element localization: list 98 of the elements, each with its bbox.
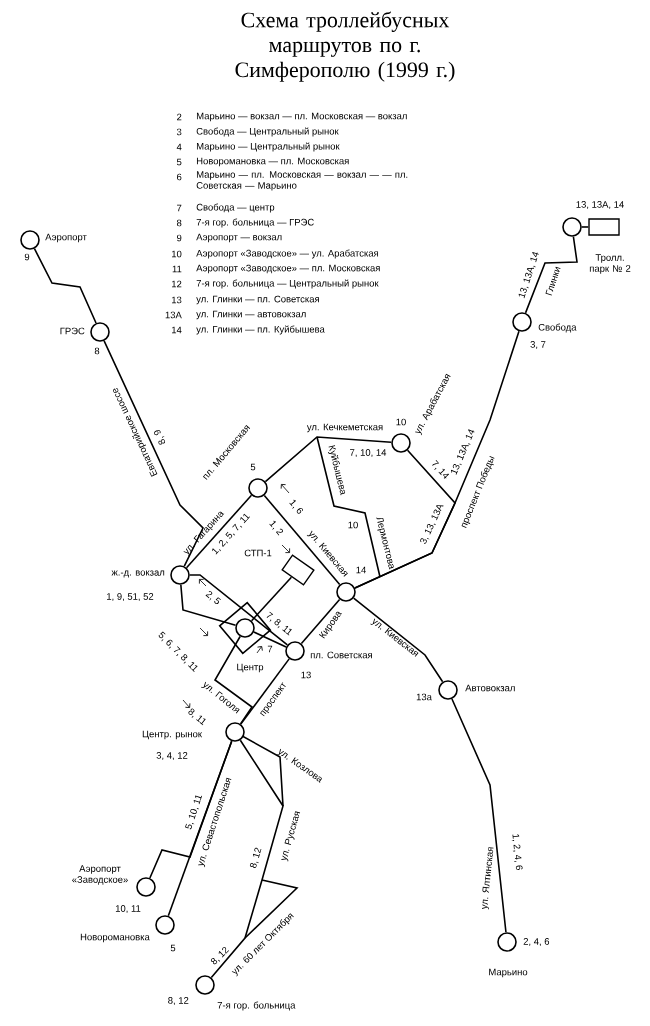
route-description: Марьино — Центральный рынок bbox=[197, 142, 340, 152]
route-description: Новоромановка — пл. Московская bbox=[197, 157, 349, 167]
route-line bbox=[189, 574, 289, 646]
route-numbers: 3, 4, 12 bbox=[156, 752, 188, 760]
route-number: 10 bbox=[172, 250, 182, 258]
route-line bbox=[149, 740, 233, 879]
stop-name: ГРЭС bbox=[60, 327, 85, 335]
stop-name: ж.-д. вокзал bbox=[111, 570, 165, 578]
stop-name: Автовокзал bbox=[465, 684, 515, 692]
route-number: 6 bbox=[177, 173, 182, 181]
street-name: Глинки bbox=[545, 266, 561, 296]
stop-name: пл. Советская bbox=[310, 651, 372, 659]
edge-label: 7 bbox=[267, 645, 273, 653]
route-numbers: 5 bbox=[250, 463, 256, 471]
edge-label: 5, 6, 7, 8, 11 bbox=[158, 631, 198, 672]
route-line bbox=[451, 698, 507, 934]
route-line bbox=[33, 247, 97, 324]
route-description: ул. Глинки — пл. Советская bbox=[196, 295, 319, 305]
edge-label: 8, 12 bbox=[249, 847, 262, 869]
route-description: Аэропорт — вокзал bbox=[196, 233, 282, 243]
stop-name: Центр bbox=[237, 663, 264, 673]
edge-label: 8, 11 bbox=[188, 708, 206, 726]
route-line bbox=[354, 330, 520, 589]
route-numbers: 1, 6 bbox=[289, 499, 303, 514]
street-name: ул. Русская bbox=[281, 811, 301, 862]
route-line bbox=[524, 235, 578, 314]
route-number: 3 bbox=[176, 128, 182, 136]
route-description: Аэропорт «Заводское» — пл. Московская bbox=[196, 264, 380, 274]
route-line bbox=[180, 583, 237, 627]
route-description: Марьино — пл. Московская — вокзал — — пл. Советская — Марьино bbox=[196, 171, 408, 191]
route-number: 13 bbox=[172, 296, 182, 304]
edge-label: 7, 14 bbox=[432, 459, 450, 479]
route-numbers: 10 bbox=[396, 418, 406, 426]
route-description: Свобода — центр bbox=[196, 203, 275, 213]
route-number: 12 bbox=[172, 280, 182, 288]
route-numbers: 10 bbox=[348, 521, 358, 529]
route-numbers: 3, 7 bbox=[530, 341, 546, 349]
edge-label: 7, 8, 11 bbox=[266, 611, 292, 636]
route-number: 2 bbox=[177, 113, 182, 121]
stop-name: 7-я гор. больница bbox=[217, 1001, 296, 1011]
route-numbers: 3, 13, 13А bbox=[420, 505, 444, 544]
route-number: 11 bbox=[172, 265, 182, 273]
depot-name: Тролл. парк № 2 bbox=[589, 254, 631, 274]
edge-label: 13, 13А, 14 bbox=[518, 251, 539, 299]
route-description: Аэропорт «Заводское» — ул. Арабатская bbox=[196, 249, 378, 259]
route-line bbox=[213, 635, 254, 725]
route-number: 7 bbox=[177, 204, 182, 212]
route-description: Свобода — Центральный рынок bbox=[196, 127, 339, 137]
route-line bbox=[300, 598, 341, 645]
street-name: ул. Ялтинская bbox=[482, 847, 494, 910]
stop-name: Марьино bbox=[489, 968, 528, 978]
route-line bbox=[103, 340, 204, 567]
route-line bbox=[352, 597, 444, 683]
route-number: 5 bbox=[176, 158, 182, 166]
route-numbers: 8, 12 bbox=[168, 997, 189, 1005]
route-line bbox=[263, 494, 341, 586]
stop-name: Свобода bbox=[538, 323, 577, 333]
route-numbers: 13а bbox=[416, 693, 432, 701]
route-numbers: 2, 5 bbox=[205, 591, 221, 605]
route-numbers: 13 bbox=[301, 671, 311, 679]
edge-label: 1, 2 bbox=[269, 520, 283, 536]
route-numbers: 5 bbox=[170, 944, 176, 952]
route-numbers: 8 bbox=[94, 347, 100, 355]
route-description: Марьино — вокзал — пл. Московская — вокзал bbox=[197, 112, 407, 122]
edge-label: 7, 10, 14 bbox=[350, 449, 387, 457]
stop-name: Центр. рынок bbox=[142, 730, 202, 740]
route-numbers: 10, 11 bbox=[115, 905, 141, 913]
route-number: 13А bbox=[165, 311, 182, 319]
route-number: 8 bbox=[176, 219, 182, 227]
route-line bbox=[250, 576, 293, 622]
route-description: 7-я гор. больница — Центральный рынок bbox=[196, 279, 379, 289]
route-numbers: 8, 12 bbox=[210, 946, 229, 965]
route-line bbox=[210, 739, 284, 979]
route-number: 4 bbox=[176, 143, 182, 151]
edge-label: 5, 10, 11 bbox=[185, 795, 202, 830]
route-number: 9 bbox=[177, 234, 182, 242]
title: Схема троллейбусных маршрутов по г. Симферополю (1999 г.) bbox=[235, 11, 455, 82]
route-numbers: 1, 9, 51, 52 bbox=[107, 593, 154, 601]
edge-label: 13, 13А, 14 bbox=[451, 429, 475, 475]
route-number: 14 bbox=[172, 326, 182, 334]
route-numbers: 14 bbox=[356, 566, 366, 574]
street-name: ул. Кечкеметская bbox=[306, 423, 383, 433]
route-line bbox=[185, 494, 253, 569]
stop-name: Аэропорт «Заводское» bbox=[72, 865, 128, 885]
route-numbers: 2, 4, 6 bbox=[523, 938, 550, 946]
route-numbers: 13, 13А, 14 bbox=[576, 201, 624, 209]
route-numbers: 9 bbox=[24, 253, 30, 261]
depot-name: СТП-1 bbox=[244, 549, 272, 557]
stop-name: Аэропорт bbox=[45, 233, 87, 243]
route-description: ул. Глинки — автовокзал bbox=[196, 310, 306, 320]
edge-label: 1, 2, 4, 6 bbox=[511, 834, 523, 870]
route-description: 7-я гор. больница — ГРЭС bbox=[196, 218, 314, 228]
route-line bbox=[581, 226, 590, 228]
route-description: ул. Глинки — пл. Куйбышева bbox=[196, 325, 325, 335]
route-line bbox=[240, 658, 290, 725]
stop-name: Новоромановка bbox=[80, 933, 150, 943]
route-line bbox=[253, 631, 287, 648]
route-line bbox=[264, 436, 393, 483]
